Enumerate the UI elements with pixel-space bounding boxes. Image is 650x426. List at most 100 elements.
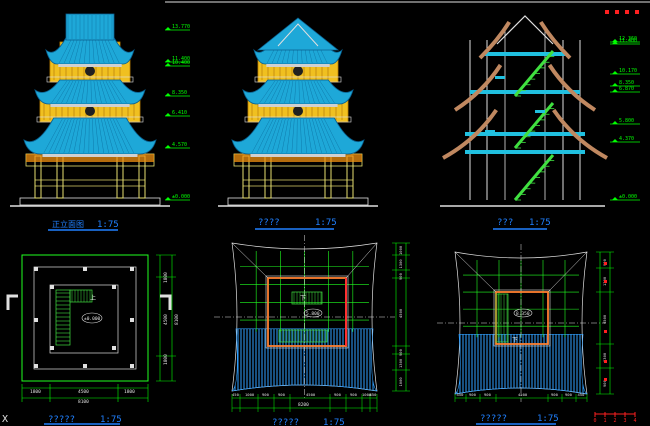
roof-tile-line: [301, 80, 305, 104]
dim-label: 900: [469, 392, 477, 397]
floor-beam: [485, 52, 565, 56]
roof-tile-line: [304, 80, 310, 104]
roof-tile-line: [318, 118, 332, 154]
dim-label: 1000: [398, 377, 403, 387]
section-view: 12.36011.40010.1708.3506.8705.8004.370±0…: [440, 15, 640, 207]
section-bracket: [485, 130, 495, 133]
roof-tile-line: [271, 118, 283, 154]
elevation-triangle: [612, 41, 618, 44]
plan3-title: ?????: [480, 414, 507, 424]
roof-tile-line: [95, 38, 100, 64]
level-value: ±0.000: [84, 316, 101, 322]
elevation-triangle: [165, 145, 171, 148]
roof-tile-line: [276, 118, 286, 154]
section-roof-left: [453, 63, 503, 112]
roof-hatch-lower: [454, 334, 588, 395]
ground-column: [34, 155, 42, 199]
plan-column: [130, 267, 134, 271]
section-roof-left: [442, 108, 498, 160]
elevation-value: 10.170: [619, 68, 637, 74]
side-elevation-view: [218, 17, 378, 207]
dim-label: 450: [578, 392, 586, 397]
side-title: ????: [258, 218, 280, 228]
elevation-value: 6.410: [172, 110, 187, 116]
roof-tile-line: [59, 38, 72, 64]
roof-tile-line: [92, 118, 94, 154]
elevation-value: 8.350: [172, 90, 187, 96]
roof-tile-line: [274, 80, 285, 104]
roof-tile-line: [73, 118, 81, 154]
stair-down-label: 下: [512, 337, 518, 344]
hip-line: [231, 242, 269, 279]
plan-column: [130, 318, 134, 322]
round-window: [85, 106, 95, 116]
elevation-triangle: [612, 197, 618, 200]
roof-tile-line: [63, 118, 75, 154]
dim-label: 900: [551, 392, 559, 397]
roof-tile-line: [69, 38, 78, 64]
dim-label: 1000: [398, 245, 403, 255]
dim-label: 1800: [30, 389, 41, 395]
section-bracket: [535, 110, 545, 113]
dim-label: 450: [232, 392, 240, 397]
scale-label: 0: [594, 418, 597, 424]
roof-tile-line: [113, 118, 129, 154]
top-hip-ridge: [277, 23, 319, 47]
roof-tile-line: [56, 80, 71, 104]
hip-line: [345, 242, 378, 279]
roof-tile-line: [58, 118, 72, 154]
dim-label: 450: [370, 392, 378, 397]
ground-column: [116, 155, 124, 199]
plan-column: [83, 364, 87, 368]
roof-tile-line: [81, 80, 86, 104]
elevation-triangle: [612, 71, 618, 74]
roof-tile-line: [306, 118, 312, 154]
roof-tile-line: [79, 38, 84, 64]
dim-node: [604, 280, 607, 283]
stair-run: [495, 293, 509, 343]
elevation-value: 13.770: [172, 24, 190, 30]
plan-column: [112, 346, 116, 350]
roof-tile-line: [259, 80, 276, 104]
dim-label: 1300: [398, 259, 403, 269]
scale-label: 1: [604, 418, 607, 424]
roof-tile-line: [104, 118, 114, 154]
roof-tile-line: [279, 80, 288, 104]
dim-label: 4500: [163, 314, 169, 325]
roof-tile-line: [61, 80, 74, 104]
plan1-cut-marks: [6, 294, 172, 310]
stair-run: [278, 329, 328, 343]
elevation-triangle: [165, 27, 171, 30]
roof-tile-line: [107, 118, 119, 154]
elevation-triangle: [165, 93, 171, 96]
roof-tier: [34, 79, 146, 105]
ground-column: [56, 155, 64, 199]
roof-tile-line: [74, 38, 81, 64]
eave-band: [42, 154, 138, 157]
section-roof-left: [478, 20, 511, 60]
dim-label: 4500: [398, 308, 403, 318]
dim-label: 900: [565, 392, 573, 397]
eave-band: [258, 104, 338, 107]
elevation-triangle: [165, 197, 171, 200]
roof-tile-line: [256, 118, 274, 154]
ground-column: [346, 155, 354, 199]
dim-label: 1800: [163, 272, 169, 283]
dim-label: 1300: [602, 352, 607, 362]
plan2-title: ?????: [272, 418, 299, 426]
elevation-triangle: [612, 139, 618, 142]
roof-tile-line: [324, 118, 342, 154]
sheet-corner-marks: [605, 10, 639, 14]
plan2-scale: 1:75: [323, 418, 345, 426]
eave-band: [266, 64, 330, 67]
section-bracket: [495, 76, 505, 79]
roof-tile-line: [105, 80, 117, 104]
round-window: [85, 66, 95, 76]
dim-label: 900: [602, 379, 607, 387]
roof-tile-line: [102, 80, 112, 104]
roof-tile-line: [101, 118, 109, 154]
dim-node: [604, 262, 607, 265]
